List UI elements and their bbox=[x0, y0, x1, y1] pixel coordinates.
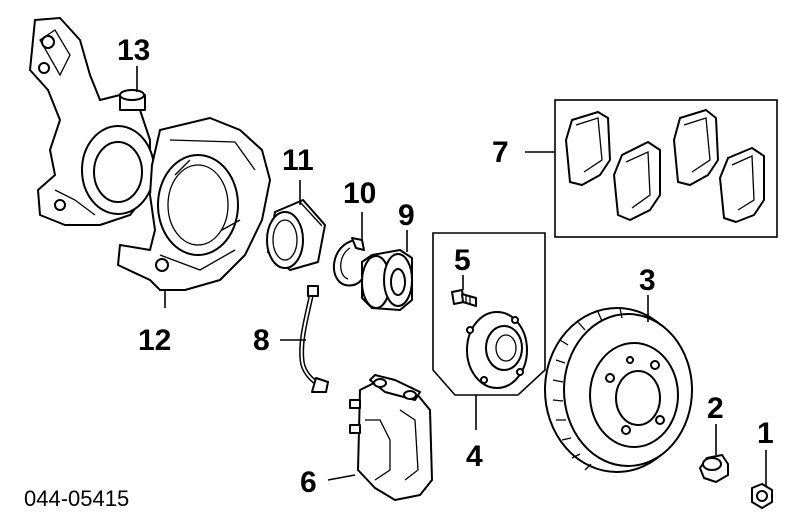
callout-4: 4 bbox=[466, 440, 483, 473]
callout-7: 7 bbox=[492, 136, 509, 169]
callout-8: 8 bbox=[253, 324, 270, 357]
callout-1: 1 bbox=[757, 417, 774, 450]
brake-disc-icon bbox=[544, 307, 693, 473]
callout-3: 3 bbox=[639, 264, 656, 297]
callout-9: 9 bbox=[398, 199, 415, 232]
callout-6: 6 bbox=[300, 466, 317, 499]
oil-seal-icon bbox=[266, 199, 326, 271]
callout-11: 11 bbox=[282, 144, 314, 177]
callout-13: 13 bbox=[117, 34, 150, 67]
wheel-bearing-icon bbox=[361, 249, 413, 311]
hub-bolt-icon bbox=[451, 289, 477, 307]
callout-2: 2 bbox=[707, 392, 724, 425]
lug-nut-icon bbox=[751, 483, 773, 509]
brake-hose-icon bbox=[299, 285, 329, 393]
leader-lines bbox=[136, 66, 767, 486]
brake-pads-icon bbox=[554, 99, 778, 238]
callout-10: 10 bbox=[343, 177, 376, 210]
wheel-hub-icon bbox=[432, 232, 546, 396]
snap-ring-icon bbox=[332, 237, 367, 287]
callout-12: 12 bbox=[138, 324, 171, 357]
brake-caliper-icon bbox=[349, 374, 433, 501]
diagram-reference-code: 044-05415 bbox=[24, 486, 129, 511]
callout-5: 5 bbox=[454, 244, 471, 277]
steering-knuckle-icon bbox=[29, 17, 155, 226]
dust-shield-icon bbox=[117, 117, 271, 291]
callout-labels: 13 12 11 10 9 8 5 4 3 6 7 2 1 bbox=[117, 34, 774, 499]
sleeve-nut-icon bbox=[699, 454, 729, 483]
